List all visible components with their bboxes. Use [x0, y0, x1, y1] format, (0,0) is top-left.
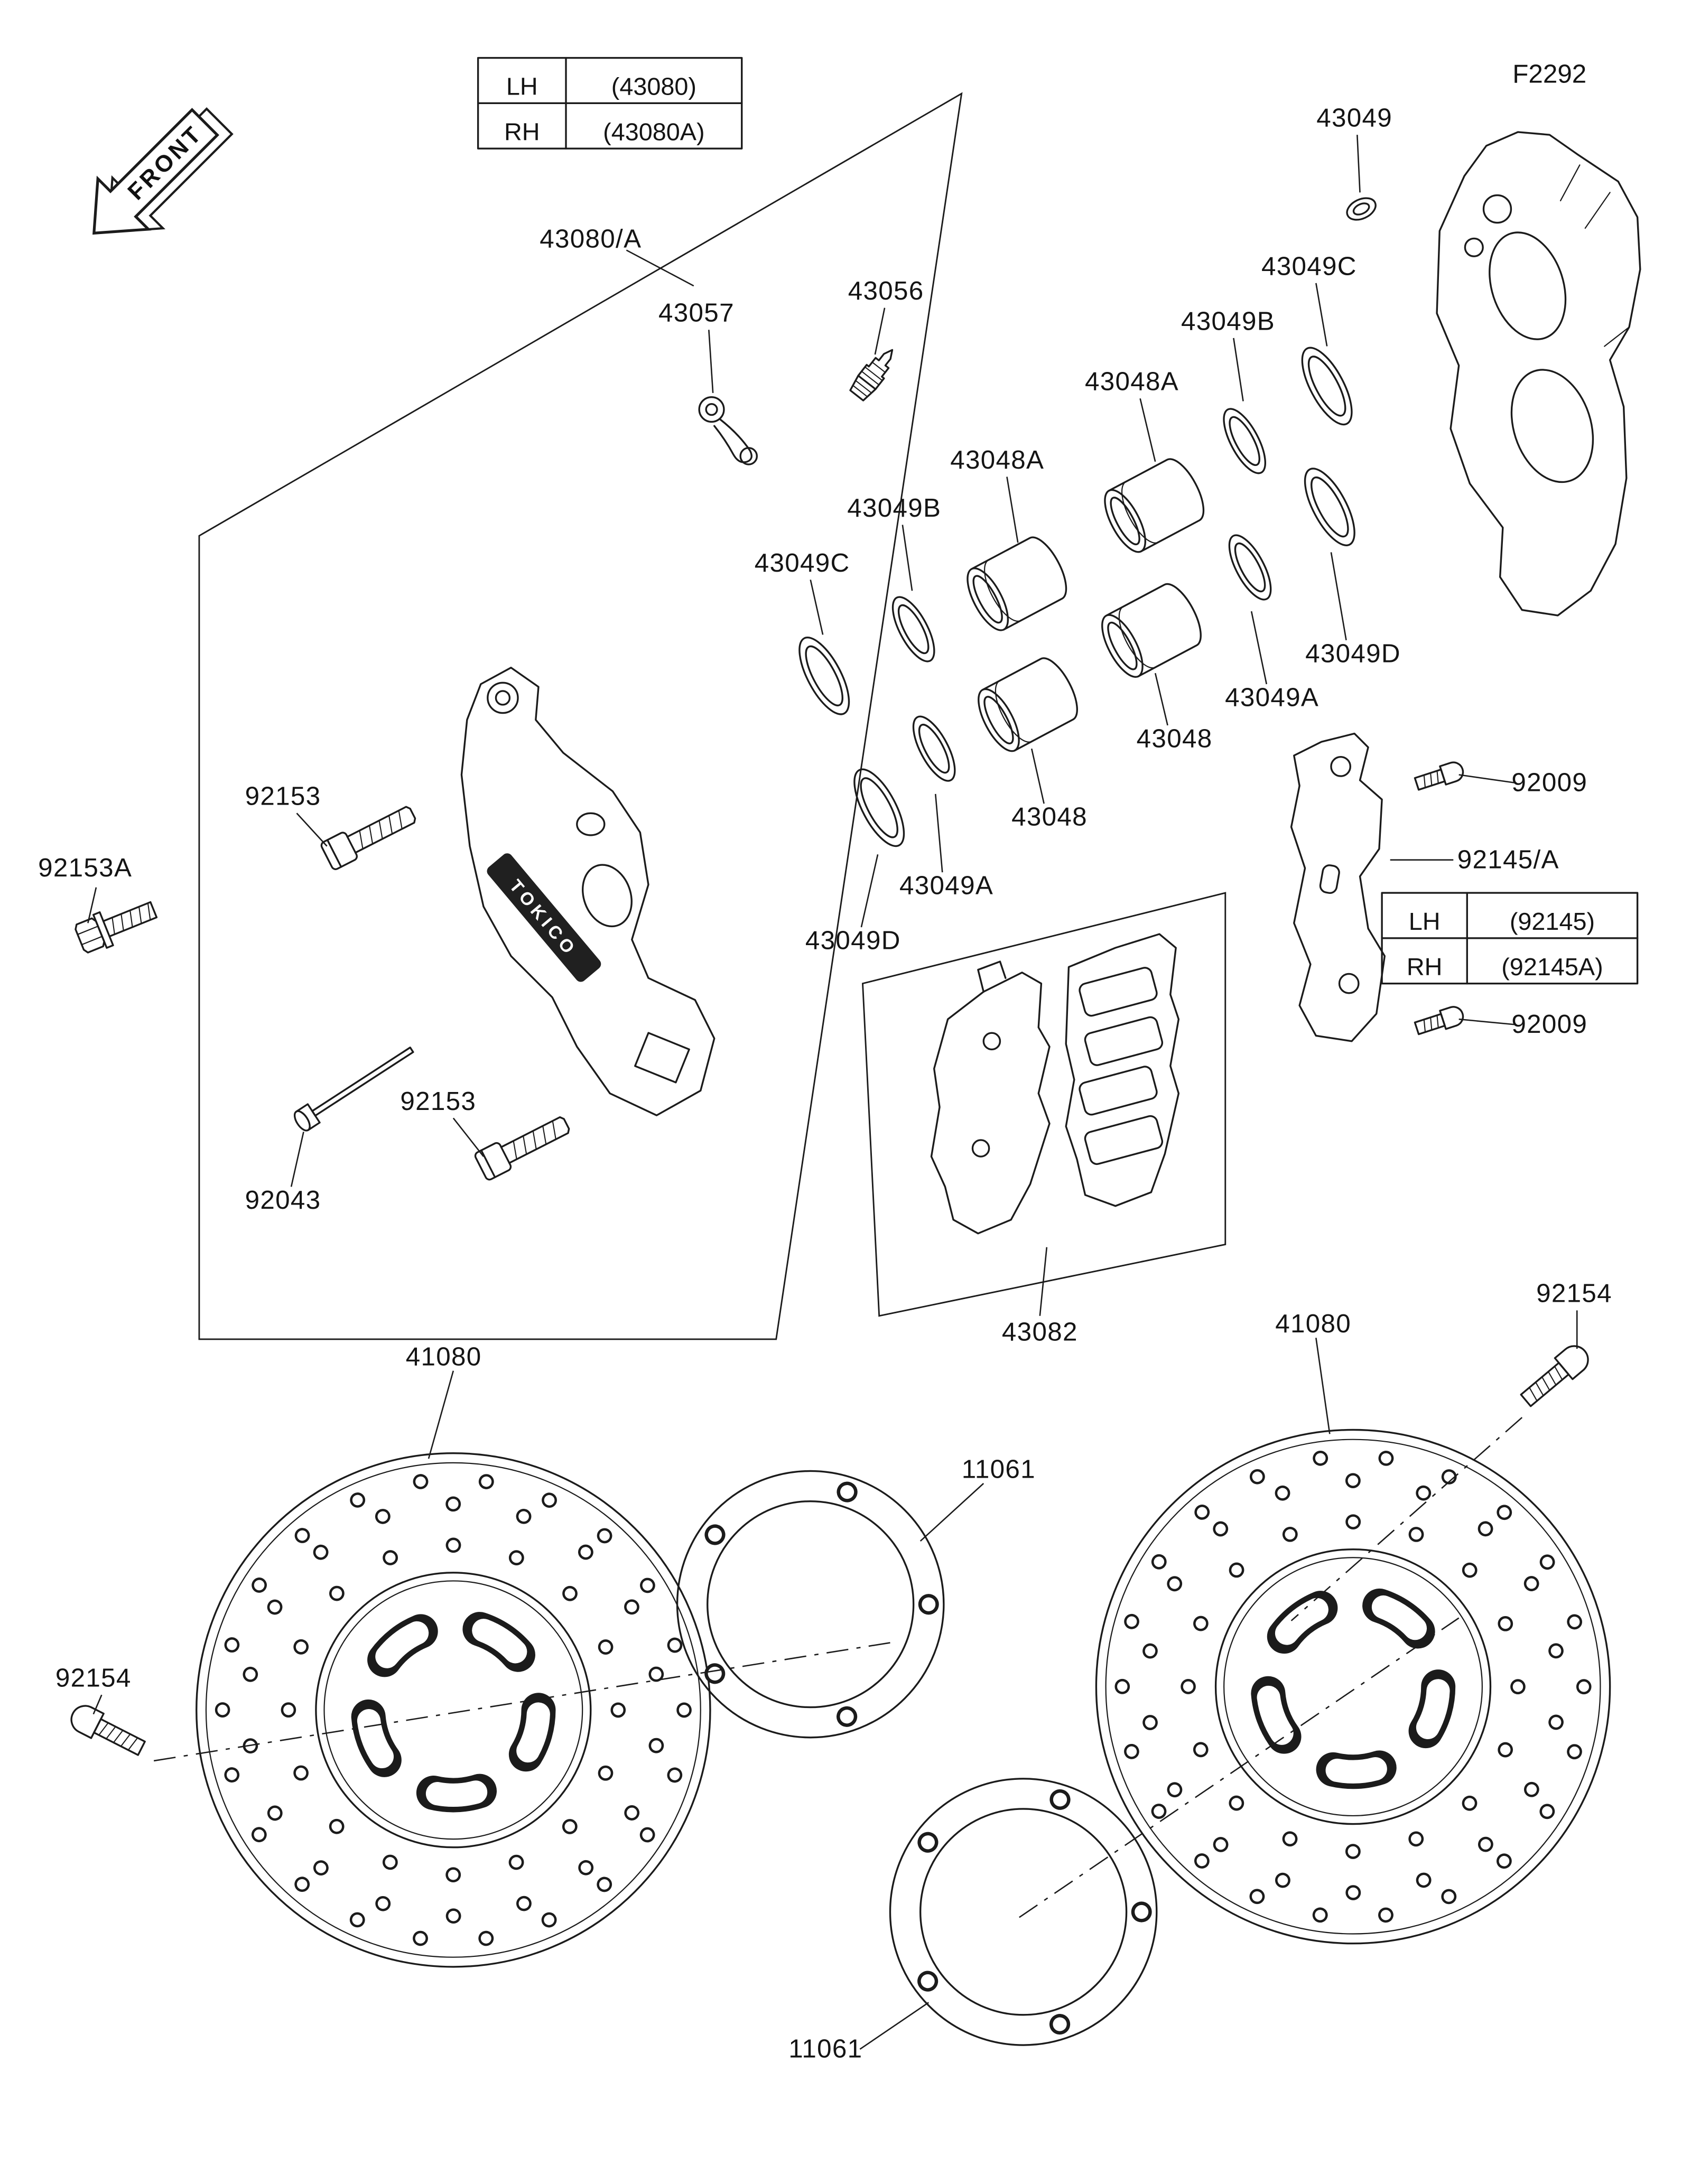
assembly-outline-box — [198, 92, 963, 1340]
piston-43048a-right — [1095, 452, 1213, 559]
axis-line-right-bolt — [1290, 1417, 1523, 1621]
bleeder-valve-43056 — [849, 349, 894, 402]
dust-seal-43049c-right — [1292, 340, 1363, 433]
label-gasket-lower: 11061 — [788, 2034, 862, 2063]
label-piston-seal-right-lower: 43049A — [1225, 683, 1319, 712]
caliper-brand-band: TOKICO — [487, 853, 601, 982]
label-clip: 43057 — [658, 298, 735, 328]
label-dust-seal-right-lower: 43049D — [1305, 639, 1401, 668]
bracket-table-rh-part: (92145A) — [1501, 953, 1603, 981]
diagram-code: F2292 — [1512, 59, 1586, 88]
label-bracket: 92145/A — [1457, 845, 1559, 874]
leader-lines — [87, 135, 1578, 2050]
label-pad-set: 43082 — [1002, 1318, 1078, 1347]
label-bolt-upper: 92153 — [245, 782, 321, 811]
pad-pin-92043 — [291, 1039, 419, 1134]
piston-43048-left — [969, 651, 1086, 758]
dust-seal-43049c-left — [788, 629, 860, 722]
gasket-upper — [677, 1471, 944, 1737]
label-dust-seal-left-upper: 43049C — [755, 548, 850, 577]
label-piston-left: 43048 — [1011, 802, 1088, 832]
label-piston-seal-left-upper: 43049B — [847, 493, 941, 522]
label-piston-seal-right-upper: 43049B — [1181, 306, 1275, 335]
bolt-92153-upper — [319, 799, 421, 872]
label-piston-a-left: 43048A — [950, 445, 1044, 474]
label-pad-pin: 92043 — [245, 1186, 321, 1215]
label-screw-upper: 92009 — [1511, 768, 1587, 797]
label-piston-a-right: 43048A — [1085, 367, 1179, 396]
caliper-half-tokico: TOKICO — [460, 667, 716, 1116]
label-dust-seal-right-upper: 43049C — [1261, 251, 1357, 281]
brake-disc-right — [1096, 1430, 1610, 1943]
piston-43048a-left — [959, 530, 1075, 637]
dust-seal-43049d-right — [1294, 461, 1365, 554]
bracket-table-lh-side: LH — [1409, 908, 1441, 935]
piston-seal-43049a-right — [1220, 528, 1280, 606]
label-piston-cap: 43049 — [1316, 104, 1392, 133]
label-disc-bolt-right: 92154 — [1536, 1279, 1612, 1308]
caliper-table-rh-part: (43080A) — [603, 118, 704, 146]
label-bleeder-valve: 43056 — [848, 276, 924, 305]
label-bolt-a: 92153A — [38, 853, 132, 882]
front-arrow-label: FRONT — [123, 120, 208, 206]
label-disc-right: 41080 — [1275, 1309, 1351, 1338]
brake-pad-back — [930, 960, 1051, 1235]
bracket-table-rh-side: RH — [1407, 953, 1443, 981]
brake-disc-left — [197, 1453, 710, 1967]
screw-92009-lower — [1413, 1003, 1466, 1039]
screw-92009-upper — [1413, 759, 1466, 794]
label-gasket-upper: 11061 — [962, 1454, 1036, 1483]
label-caliper-assembly: 43080/A — [540, 224, 642, 253]
axis-line-left — [153, 1642, 890, 1762]
disc-bolt-92154-left — [66, 1700, 149, 1762]
disc-bolt-92154-right — [1516, 1339, 1595, 1412]
piston-seal-43049a-left — [904, 710, 964, 788]
axis-line-right — [1019, 1617, 1460, 1918]
bracket-92145 — [1290, 732, 1386, 1042]
caliper-table-lh-side: LH — [506, 73, 538, 100]
caliper-table-lh-part: (43080) — [611, 73, 696, 100]
gasket-lower — [890, 1779, 1156, 2045]
caliper-table-rh-side: RH — [504, 118, 540, 146]
piston-seal-43049b-left — [884, 590, 944, 668]
part-labels: F2292 43080/A 43057 43056 43049 43049C 4… — [38, 59, 1612, 2063]
caliper-brand-text: TOKICO — [505, 876, 581, 960]
label-screw-lower: 92009 — [1511, 1010, 1587, 1039]
label-piston-right: 43048 — [1137, 724, 1213, 753]
caliper-variant-table: LH (43080) RH (43080A) — [477, 57, 743, 150]
front-arrow: FRONT — [92, 107, 234, 235]
caliper-half-outer — [1436, 131, 1641, 617]
pads-outline-box — [862, 892, 1227, 1317]
piston-43048-right — [1093, 577, 1210, 684]
label-disc-left: 41080 — [406, 1342, 482, 1371]
brake-pad-front — [1065, 933, 1180, 1207]
label-dust-seal-left-lower: 43049D — [805, 926, 901, 955]
label-disc-bolt-left: 92154 — [55, 1664, 132, 1693]
clip-43057 — [698, 396, 758, 465]
bracket-variant-table: LH (92145) RH (92145A) — [1381, 892, 1639, 985]
bolt-92153-lower — [473, 1109, 574, 1182]
label-bolt-lower: 92153 — [400, 1087, 476, 1116]
bolt-92153a — [72, 892, 161, 957]
piston-cap-43049 — [1346, 197, 1377, 221]
label-piston-seal-left-lower: 43049A — [899, 871, 993, 900]
bracket-table-lh-part: (92145) — [1510, 908, 1595, 935]
piston-seal-43049b-right — [1214, 402, 1275, 480]
